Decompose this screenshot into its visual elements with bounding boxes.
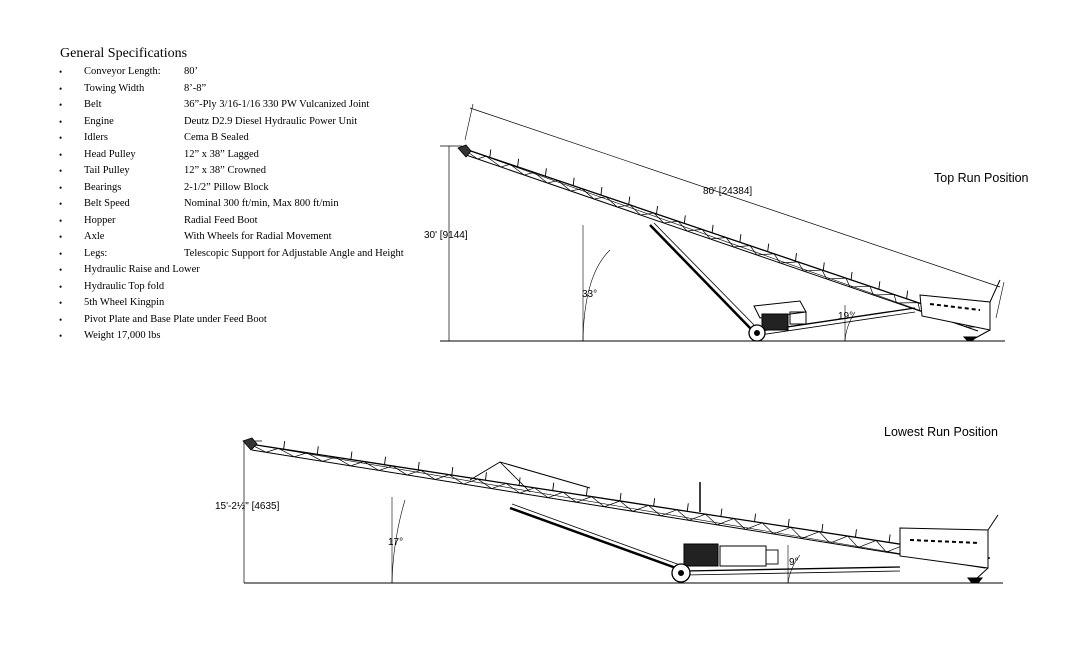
top-angle-arc-19 xyxy=(844,311,856,342)
spec-item: • Bearings 2-1/2” Pillow Block xyxy=(59,180,269,197)
spec-label: Belt Speed xyxy=(84,198,130,209)
spec-item: • Pivot Plate and Base Plate under Feed B… xyxy=(59,312,267,329)
spec-label: Pivot Plate and Base Plate under Feed Bo… xyxy=(84,313,267,325)
spec-label: Towing Width xyxy=(84,82,145,94)
bullet: • xyxy=(59,149,63,160)
spec-item: • Belt 36”-Ply 3/16-1/16 330 PW Vulcanized… xyxy=(59,97,369,114)
general-specifications: General Specifications • Conveyor Length:… xyxy=(59,46,404,345)
lowest-angle-arc-17 xyxy=(391,499,406,584)
spec-value: Telescopic Support for Adjustable Angle … xyxy=(184,247,404,259)
top-height-label: 30' [9144] xyxy=(424,230,468,241)
spec-value: Radial Feed Boot xyxy=(184,214,258,226)
bullet: • xyxy=(59,331,63,341)
lowest-support-leg xyxy=(509,506,677,570)
spec-label: Legs: xyxy=(84,247,108,259)
lowest-conveyor-truss xyxy=(249,441,991,569)
spec-label: Head Pulley xyxy=(84,148,136,160)
spec-item: • Towing Width 8’-8” xyxy=(59,81,206,98)
top-angle-main-label: 33° xyxy=(582,289,597,300)
bullet: • xyxy=(59,265,63,275)
spec-label: Belt xyxy=(84,99,102,110)
top-run-diagram xyxy=(440,103,1005,342)
top-run-position-label: Top Run Position xyxy=(934,171,1029,185)
spec-item: • Legs: Telescopic Support for Adjustable … xyxy=(59,246,404,263)
spec-item: • Hydraulic Top fold xyxy=(59,279,187,296)
lowest-chassis-beam xyxy=(684,566,901,572)
lowest-run-position-label: Lowest Run Position xyxy=(884,425,998,439)
lowest-height-label: 15'-2½" [4635] xyxy=(215,501,280,512)
spec-value: 80’ xyxy=(184,66,198,77)
spec-label: Hopper xyxy=(84,214,116,226)
spec-value: 36”-Ply 3/16-1/16 330 PW Vulcanized Join… xyxy=(184,99,370,110)
spec-label: Engine xyxy=(84,115,114,127)
spec-item: • Tail Pulley 12” x 38” Crowned xyxy=(59,163,266,180)
spec-value: 12” x 38” Lagged xyxy=(184,148,259,160)
bullet: • xyxy=(59,199,63,209)
bullet: • xyxy=(59,215,63,226)
spec-label: Tail Pulley xyxy=(84,165,130,176)
spec-item: • Weight 17,000 lbs xyxy=(59,328,187,345)
spec-value: 8’-8” xyxy=(184,82,207,94)
spec-item: • Hydraulic Raise and Lower xyxy=(59,262,200,279)
bullet: • xyxy=(59,298,63,308)
bullet: • xyxy=(59,100,63,110)
bullet: • xyxy=(59,133,63,143)
bullet: • xyxy=(59,281,63,292)
spec-item: • Head Pulley 12” x 38” Lagged xyxy=(59,147,259,164)
bullet: • xyxy=(59,83,63,94)
spec-value: 12” x 38” Crowned xyxy=(184,165,266,176)
bullet: • xyxy=(59,182,63,193)
bullet: • xyxy=(59,67,63,77)
bullet: • xyxy=(59,232,63,242)
spec-value: With Wheels for Radial Movement xyxy=(184,231,332,242)
top-length-dimension xyxy=(469,107,1001,288)
bullet: • xyxy=(59,248,63,259)
bullet: • xyxy=(59,166,63,176)
bullet: • xyxy=(59,116,63,127)
top-support-leg xyxy=(649,224,753,331)
spec-list: • Conveyor Length: 80’ • Towing Width 8’-8” • B… xyxy=(59,64,404,345)
spec-value: Deutz D2.9 Diesel Hydraulic Power Unit xyxy=(184,115,358,127)
spec-label: 5th Wheel Kingpin xyxy=(84,297,165,308)
spec-label: Bearings xyxy=(84,181,122,193)
lowest-run-diagram xyxy=(242,437,1003,584)
lowest-angle-arc-9 xyxy=(787,554,801,584)
spec-label: Conveyor Length: xyxy=(84,66,161,77)
top-angle-arc-33 xyxy=(582,249,611,342)
spec-item: • Idlers Cema B Sealed xyxy=(59,130,249,147)
spec-item: • Belt Speed Nominal 300 ft/min, Max 800 f… xyxy=(59,196,339,213)
lowest-angle-main-label: 17° xyxy=(388,537,403,548)
spec-value: Cema B Sealed xyxy=(184,132,249,143)
spec-item: • Axle With Wheels for Radial Movement xyxy=(59,229,332,246)
top-power-unit xyxy=(753,300,807,331)
top-length-label: 80' [24384] xyxy=(703,186,752,197)
top-angle-conveyor-label: 19° xyxy=(838,311,853,322)
spec-label: Axle xyxy=(84,231,105,242)
spec-value: 2-1/2” Pillow Block xyxy=(184,181,269,193)
bullet: • xyxy=(59,314,63,325)
spec-item: • Engine Deutz D2.9 Diesel Hydraulic Powe… xyxy=(59,114,357,131)
lowest-feed-boot xyxy=(899,514,999,584)
specs-title: General Specifications xyxy=(60,46,188,61)
spec-item: • 5th Wheel Kingpin xyxy=(59,295,187,312)
spec-value: Nominal 300 ft/min, Max 800 ft/min xyxy=(184,198,339,209)
spec-label: Hydraulic Raise and Lower xyxy=(84,264,200,275)
spec-item: • Hopper Radial Feed Boot xyxy=(59,213,258,230)
lowest-power-unit xyxy=(683,543,779,567)
spec-item: • Conveyor Length: 80’ xyxy=(59,64,198,81)
spec-label: Idlers xyxy=(84,132,108,143)
lowest-angle-conveyor-label: 9° xyxy=(789,557,799,568)
spec-label: Weight 17,000 lbs xyxy=(84,330,161,341)
top-feed-boot xyxy=(919,279,1001,342)
spec-label: Hydraulic Top fold xyxy=(84,280,165,292)
